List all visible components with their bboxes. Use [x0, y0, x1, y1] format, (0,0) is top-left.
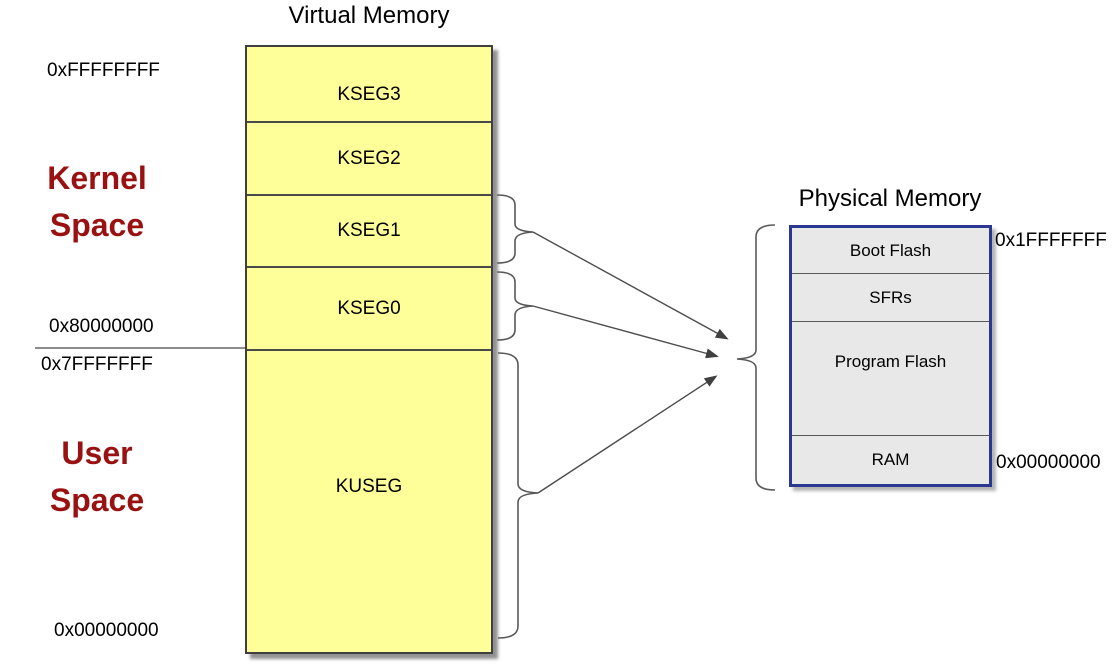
segment-kseg1: KSEG1 — [247, 196, 491, 268]
kseg1-mapping-arrow — [532, 231, 729, 340]
segment-kseg0: KSEG0 — [247, 268, 491, 351]
physical-memory-brace — [736, 224, 776, 491]
virtual-memory-title: Virtual Memory — [288, 2, 450, 29]
virtual-address-kernel-base: 0x80000000 — [49, 316, 154, 337]
segment-kseg3: KSEG3 — [247, 47, 491, 123]
kseg0-mapping-arrow — [532, 305, 719, 359]
user-space-label: User Space — [49, 435, 145, 518]
kseg0-brace — [496, 271, 534, 341]
physical-memory-box: Boot Flash SFRs Program Flash RAM — [789, 225, 992, 487]
physical-address-top: 0x1FFFFFFF — [995, 230, 1107, 251]
virtual-address-user-top: 0x7FFFFFFF — [41, 354, 153, 375]
segment-kuseg: KUSEG — [335, 475, 403, 497]
region-ram: RAM — [871, 450, 910, 469]
virtual-address-top: 0xFFFFFFFF — [47, 60, 160, 81]
region-sfrs: SFRs — [792, 274, 989, 322]
kuseg-brace — [497, 352, 539, 639]
virtual-address-bottom: 0x00000000 — [54, 620, 159, 641]
physical-memory-title: Physical Memory — [798, 185, 982, 212]
virtual-memory-box: KSEG3 KSEG2 KSEG1 KSEG0 KUSEG — [245, 45, 493, 654]
segment-kseg2: KSEG2 — [247, 123, 491, 196]
kuseg-mapping-arrow — [537, 375, 718, 494]
region-boot-flash: Boot Flash — [792, 228, 989, 274]
kseg1-brace — [496, 194, 534, 264]
physical-address-bottom: 0x00000000 — [996, 452, 1101, 473]
kernel-space-label: Kernel Space — [47, 160, 147, 243]
region-program-flash: Program Flash — [792, 322, 989, 436]
